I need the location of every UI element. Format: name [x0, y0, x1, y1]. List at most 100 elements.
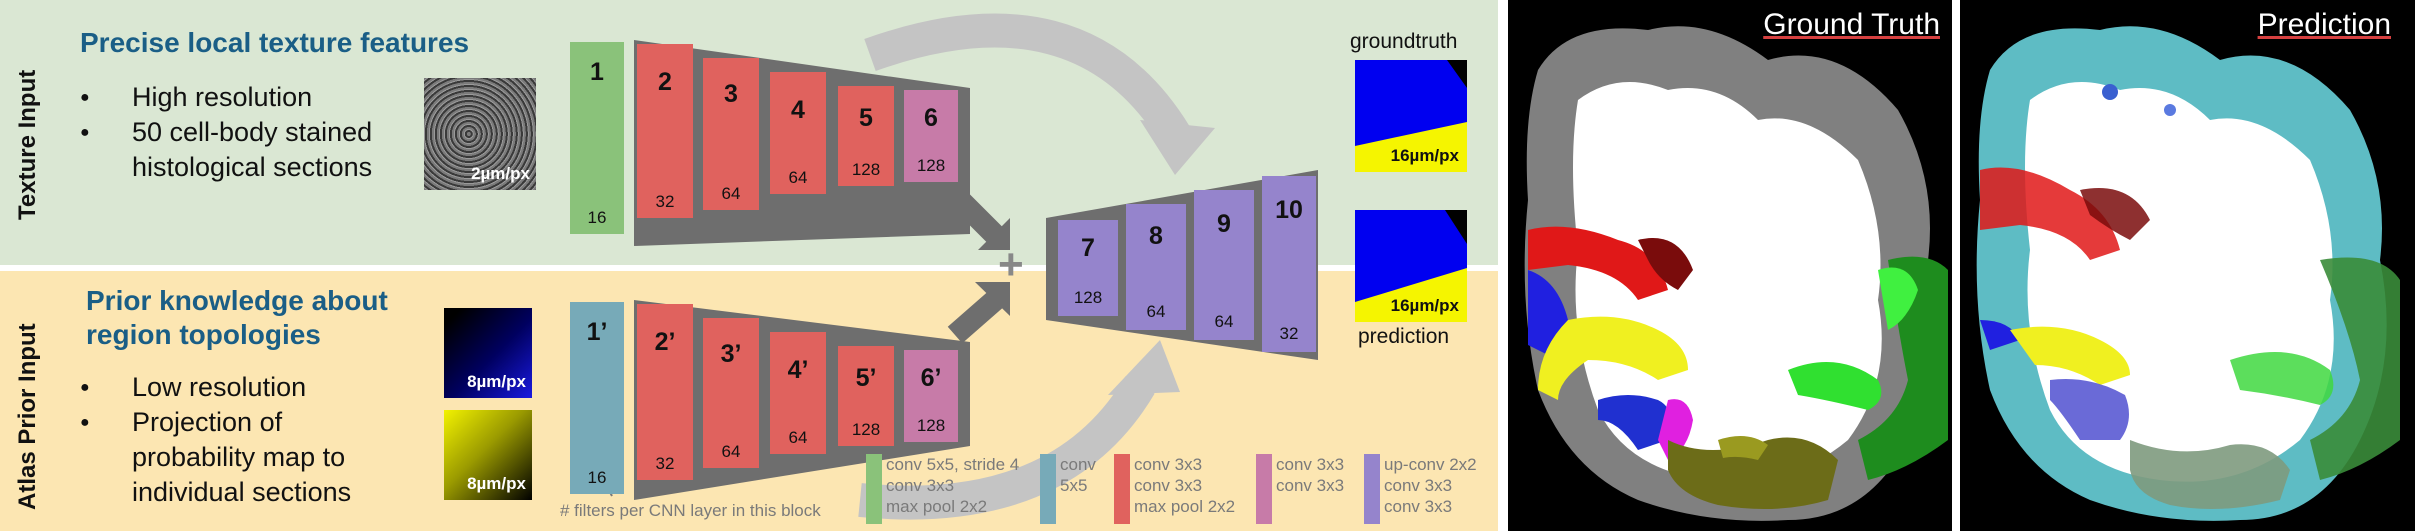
skip-arrow-bottom: [858, 376, 1155, 520]
block-label: 5: [859, 104, 873, 132]
texture-block-2: 2 32: [637, 44, 693, 218]
block-label: 4’: [787, 356, 809, 384]
atlas-heading-line1: Prior knowledge about: [86, 285, 388, 316]
block-label: 6: [924, 104, 938, 132]
merge-arrow-top-head: [978, 218, 1010, 250]
block-label: 3’: [720, 340, 742, 368]
block-filters: 128: [851, 160, 881, 179]
atlas-block-5-prime: 5’ 128: [838, 346, 894, 446]
atlas-block-2-prime: 2’ 32: [637, 304, 693, 480]
groundtruth-resolution-label: 16µm/px: [1390, 146, 1459, 165]
atlas-bullet: Projection of: [80, 405, 420, 440]
block-label: 9: [1217, 210, 1231, 238]
atlas-bullet: Low resolution: [80, 370, 420, 405]
histology-texture-thumbnail: 2µm/px: [424, 78, 536, 190]
legend-text-pink: conv 3x3 conv 3x3: [1276, 455, 1345, 495]
block-filters: 64: [1214, 312, 1234, 331]
block-label: 2’: [654, 328, 676, 356]
prediction-label: prediction: [1358, 325, 1450, 348]
texture-block-3: 3 64: [703, 58, 759, 210]
skip-arrow-top-head: [1140, 120, 1215, 175]
groundtruth-thumbnail: 16µm/px: [1355, 60, 1467, 172]
texture-bullet: 50 cell-body stained: [80, 115, 410, 150]
block-label: 1: [590, 58, 604, 86]
block-filters: 64: [788, 168, 808, 187]
block-label: 6’: [920, 364, 942, 392]
texture-bullet-continuation: histological sections: [132, 152, 373, 182]
atlas-block-6-prime: 6’ 128: [904, 350, 958, 442]
block-label: 4: [791, 96, 805, 124]
groundtruth-label: groundtruth: [1350, 30, 1458, 53]
block-filters: 16: [587, 208, 607, 227]
skip-arrow-bottom-head: [1108, 340, 1180, 395]
merge-arrow-bottom-head: [975, 282, 1010, 316]
texture-bullet: High resolution: [80, 80, 410, 115]
texture-heading: Precise local texture features: [80, 27, 470, 58]
atlas-block-4-prime: 4’ 64: [770, 332, 826, 454]
atlas-heading-line2: region topologies: [86, 319, 321, 350]
block-filters: 128: [851, 420, 881, 439]
texture-block-1: 1 16: [570, 42, 624, 234]
block-label: 1’: [586, 318, 608, 346]
block-label: 5’: [855, 364, 877, 392]
atlas-bullet-continuation: individual sections: [132, 477, 352, 507]
block-filters: 128: [1073, 288, 1103, 307]
legend-swatch-pink: [1256, 454, 1272, 524]
prediction-mask-shapes: [1355, 210, 1467, 322]
decoder-block-10: 10 32: [1262, 176, 1316, 352]
merge-plus: +: [998, 240, 1024, 289]
prediction-image: Prediction: [1960, 0, 2415, 531]
block-label: 3: [724, 80, 738, 108]
decoder-block-7: 7 128: [1058, 220, 1118, 316]
atlas-block-3-prime: 3’ 64: [703, 318, 759, 468]
legend-swatch-teal: [1040, 454, 1056, 524]
texture-block-6: 6 128: [904, 90, 958, 182]
texture-bullets: High resolution 50 cell-body stained his…: [80, 80, 410, 185]
legend-text-green: conv 5x5, stride 4 conv 3x3 max pool 2x2: [886, 455, 1020, 516]
atlas-top-resolution-label: 8µm/px: [467, 372, 526, 391]
atlas-bottom-resolution-label: 8µm/px: [467, 474, 526, 493]
prediction-resolution-label: 16µm/px: [1390, 296, 1459, 315]
legend-text-purple: up-conv 2x2 conv 3x3 conv 3x3: [1384, 455, 1477, 516]
legend-swatch-green: [866, 454, 882, 524]
block-label: 7: [1081, 234, 1095, 262]
prediction-thumbnail: 16µm/px: [1355, 210, 1467, 322]
block-filters: 64: [1146, 302, 1166, 321]
prediction-brain-section: [1976, 26, 2400, 521]
skip-arrow-top: [864, 13, 1190, 145]
filters-note: # filters per CNN layer in this block: [560, 501, 821, 520]
atlas-probability-thumbnail-blue: 8µm/px: [444, 308, 532, 398]
atlas-block-1-prime: 1’ 16: [570, 302, 624, 494]
block-filters: 32: [655, 192, 675, 211]
decoder-block-8: 8 64: [1126, 204, 1186, 330]
block-label: 10: [1275, 196, 1303, 224]
atlas-probability-thumbnail-yellow: 8µm/px: [444, 410, 532, 500]
block-filters: 32: [1279, 324, 1299, 343]
ground-truth-image: Ground Truth: [1508, 0, 1952, 531]
block-label: 2: [658, 68, 672, 96]
texture-resolution-label: 2µm/px: [471, 164, 530, 183]
block-filters: 64: [721, 442, 741, 461]
texture-block-5: 5 128: [838, 86, 894, 186]
atlas-bullets: Low resolution Projection of probability…: [80, 370, 420, 510]
block-filters: 64: [788, 428, 808, 447]
legend-text-teal: conv 5x5: [1060, 455, 1096, 495]
block-filters: 16: [587, 468, 607, 487]
legend-swatch-purple: [1364, 454, 1380, 524]
legend-text-red: conv 3x3 conv 3x3 max pool 2x2: [1134, 455, 1236, 516]
block-filters: 32: [655, 454, 675, 473]
legend-swatch-red: [1114, 454, 1130, 524]
merge-arrow-bottom: [947, 291, 1003, 344]
decoder-block-9: 9 64: [1194, 190, 1254, 340]
merge-arrow-top: [947, 187, 1003, 243]
ground-truth-brain-section: [1524, 26, 1948, 521]
groundtruth-mask-shapes: [1355, 60, 1467, 172]
prediction-title: Prediction: [2257, 8, 2391, 41]
block-label: 8: [1149, 222, 1163, 250]
block-filters: 64: [721, 184, 741, 203]
block-filters: 128: [916, 156, 946, 175]
atlas-heading: Prior knowledge about region topologies: [86, 284, 388, 352]
texture-block-4: 4 64: [770, 72, 826, 194]
block-filters: 128: [916, 416, 946, 435]
atlas-bullet-continuation: probability map to: [132, 442, 346, 472]
